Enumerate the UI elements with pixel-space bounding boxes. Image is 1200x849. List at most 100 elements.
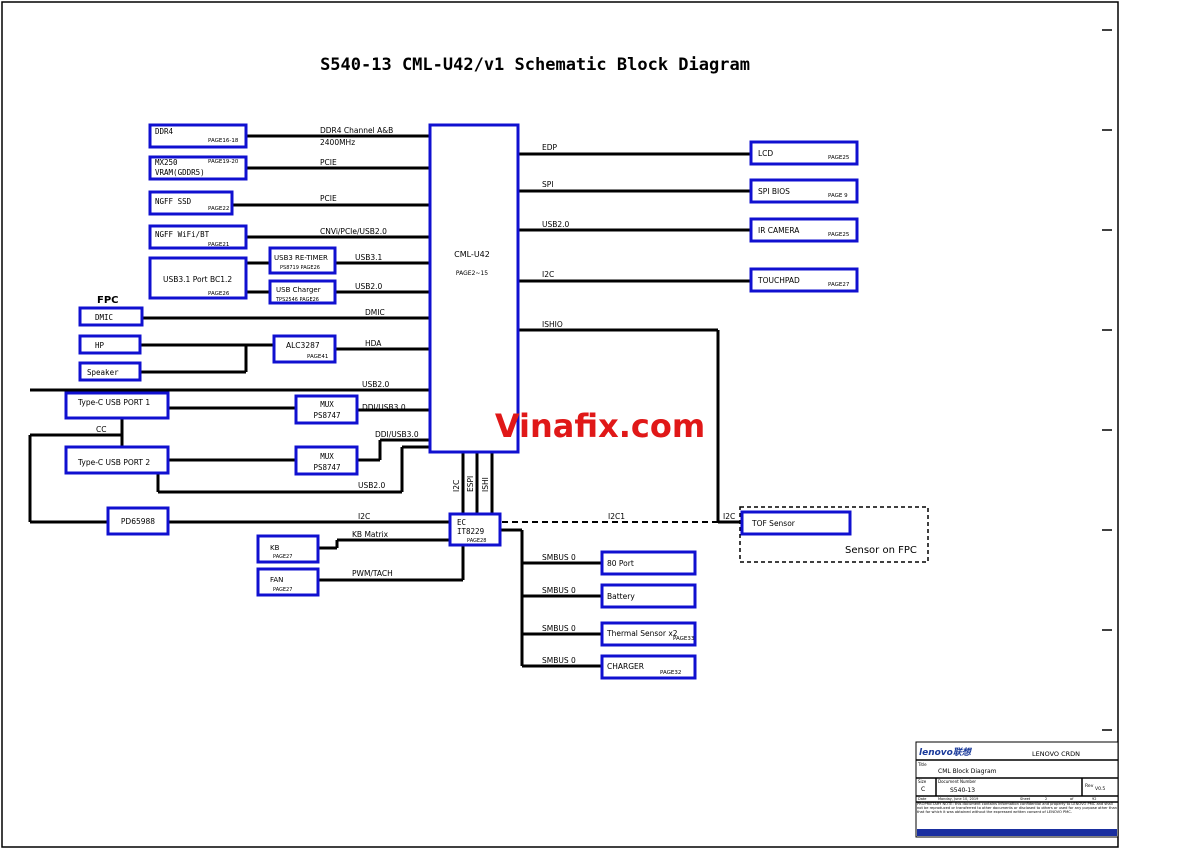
bus-usb20-2: USB2.0 — [358, 481, 386, 490]
touchpad-block: TOUCHPAD PAGE27 — [749, 267, 859, 293]
tb-rev-label: Rev — [1085, 783, 1094, 789]
mux1-block: MUX PS8747 — [294, 394, 359, 425]
touchpad-name: TOUCHPAD — [757, 276, 800, 285]
bus-spi: SPI — [542, 180, 554, 189]
tb-title-label: Title — [917, 762, 927, 767]
ir-camera-name: IR CAMERA — [758, 226, 800, 235]
thermal-sensor-page: PAGE33 — [673, 636, 695, 642]
lcd-block: LCD PAGE25 — [749, 140, 859, 166]
fan-block: FAN PAGE27 — [256, 567, 320, 597]
lenovo-logo: lenovo联想 — [919, 747, 973, 758]
watermark: Vinafix.com — [495, 407, 705, 445]
tb-of-label: of — [1070, 797, 1074, 801]
tb-date: Monday, June 10, 2019 — [938, 797, 978, 801]
ec-part: IT8229 — [457, 527, 484, 536]
port80-name: 80 Port — [607, 559, 634, 568]
bus-mx: PCIE — [320, 158, 337, 167]
mux1-part: PS8747 — [313, 411, 340, 420]
bus-ec-i2c: I2C — [452, 480, 461, 492]
sheet-border — [1, 1, 1119, 848]
touchpad-page: PAGE27 — [828, 282, 850, 288]
mx250-name: MX250 — [155, 158, 178, 167]
charger-name: CHARGER — [607, 662, 644, 671]
ir-camera-block: IR CAMERA PAGE25 — [749, 217, 859, 243]
alc3287-page: PAGE41 — [307, 354, 328, 360]
ir-camera-page: PAGE25 — [828, 232, 850, 238]
lcd-page: PAGE25 — [828, 155, 850, 161]
battery-block: Battery — [600, 583, 697, 609]
wifi-page: PAGE21 — [208, 242, 229, 248]
usb3-retimer-block: USB3 RE-TIMER PS8719 PAGE26 — [268, 246, 337, 275]
bus-usb-charger: USB2.0 — [355, 282, 383, 291]
speaker-name: Speaker — [87, 368, 119, 377]
bus-fan: PWM/TACH — [352, 569, 393, 578]
bus-smbus-3: SMBUS 0 — [542, 624, 576, 633]
battery-name: Battery — [607, 592, 635, 601]
lcd-name: LCD — [758, 149, 773, 158]
typec-port1-block: Type-C USB PORT 1 — [64, 391, 170, 420]
usb31-port-block: USB3.1 Port BC1.2 PAGE26 — [148, 256, 248, 300]
mux2-block: MUX PS8747 — [294, 445, 359, 476]
ddr4-page: PAGE16-18 — [208, 138, 239, 144]
wifi-name: NGFF WiFi/BT — [155, 230, 210, 239]
fan-page: PAGE27 — [273, 587, 292, 593]
spi-bios-page: PAGE 9 — [828, 193, 848, 199]
bus-i2c1: I2C1 — [608, 512, 625, 521]
title-block-band — [917, 829, 1117, 836]
thermal-sensor-name: Thermal Sensor x2 — [606, 629, 678, 638]
bus-labels: DDR4 Channel A&B 2400MHz PCIE PCIE CNVi/… — [96, 126, 735, 665]
diagram-title: S540-13 CML-U42/v1 Schematic Block Diagr… — [320, 55, 750, 75]
mux1-name: MUX — [320, 400, 334, 409]
tb-size: C — [921, 786, 925, 793]
bus-ircam: USB2.0 — [542, 220, 570, 229]
spi-bios-block: SPI BIOS PAGE 9 — [749, 178, 859, 204]
tb-note-wrap: PROPRIETARY NOTE: this document contains… — [917, 802, 1117, 814]
usb-charger-page: TPS2546 PAGE26 — [275, 297, 319, 303]
ec-page: PAGE28 — [467, 538, 486, 544]
bus-ishio: ISHIO — [542, 320, 563, 329]
tb-date-label: Date — [918, 797, 926, 801]
kb-block: KB PAGE27 — [256, 534, 320, 564]
tof-sensor-name: TOF Sensor — [751, 519, 796, 528]
ddr4-name: DDR4 — [155, 127, 174, 136]
bus-ddr4-speed: 2400MHz — [320, 138, 355, 147]
tb-rev: V0.5 — [1095, 786, 1105, 792]
speaker-block: Speaker — [78, 361, 142, 382]
kb-name: KB — [270, 544, 280, 552]
bus-ddr4: DDR4 Channel A&B — [320, 126, 393, 135]
tb-doc: S540-13 — [950, 787, 975, 794]
bus-wifi: CNVi/PCIe/USB2.0 — [320, 227, 387, 236]
usb3-retimer-page: PS8719 PAGE26 — [280, 265, 320, 271]
usb-charger-block: USB Charger TPS2546 PAGE26 — [268, 279, 337, 305]
mux2-name: MUX — [320, 452, 334, 461]
bus-smbus-2: SMBUS 0 — [542, 586, 576, 595]
bus-kb: KB Matrix — [352, 530, 389, 539]
bus-tof-i2c: I2C — [723, 512, 735, 521]
cpu-name: CML-U42 — [454, 250, 490, 259]
bus-pd-i2c: I2C — [358, 512, 370, 521]
alc3287-block: ALC3287 PAGE41 — [272, 334, 337, 364]
pd65988-name: PD65988 — [121, 517, 155, 526]
mx250-page: PAGE19-20 — [208, 159, 239, 165]
fan-name: FAN — [270, 576, 283, 584]
hp-block: HP — [78, 334, 142, 355]
ddr4-block: DDR4 PAGE16-18 — [148, 123, 248, 149]
usb3-retimer-name: USB3 RE-TIMER — [274, 254, 328, 262]
title-block: lenovo联想 LENOVO CRDN Title CML Block Dia… — [915, 741, 1119, 838]
kb-page: PAGE27 — [273, 554, 292, 560]
tb-doc-label: Document Number — [938, 779, 976, 784]
bus-smbus-1: SMBUS 0 — [542, 553, 576, 562]
typec-port2-name: Type-C USB PORT 2 — [77, 458, 150, 467]
dmic-name: DMIC — [95, 313, 113, 322]
charger-page: PAGE32 — [660, 670, 681, 676]
bus-dmic: DMIC — [365, 308, 385, 317]
usb31-port-page: PAGE26 — [208, 291, 230, 297]
bus-mux2: DDI/USB3.0 — [375, 430, 419, 439]
tb-sheets: 92 — [1092, 797, 1096, 801]
bus-retimer: USB3.1 — [355, 253, 383, 262]
fpc-label: FPC — [97, 295, 119, 306]
ec-name: EC — [457, 518, 466, 527]
ssd-block: NGFF SSD PAGE22 — [148, 190, 234, 216]
bus-touchpad: I2C — [542, 270, 554, 279]
port80-block: 80 Port — [600, 550, 697, 576]
